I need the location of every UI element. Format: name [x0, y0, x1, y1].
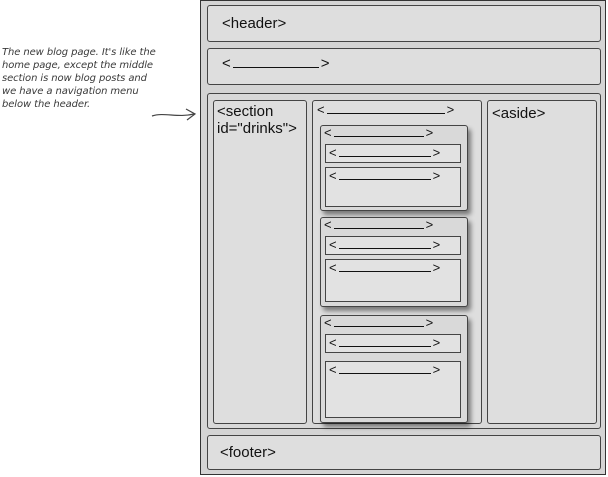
article-body-label: <> — [329, 260, 441, 275]
nav-box: <> — [207, 48, 601, 85]
aside-label: <aside> — [492, 105, 546, 122]
header-label: <header> — [222, 15, 287, 32]
article-box: <> <> <> — [320, 125, 468, 211]
article-body-box: <> — [325, 259, 461, 302]
article-header-label: <> — [329, 335, 441, 350]
article-label: <> — [324, 125, 434, 140]
article-body-box: <> — [325, 167, 461, 207]
annotation-arrow-icon — [151, 108, 197, 121]
article-label: <> — [324, 217, 434, 232]
main-area: <section id="drinks"> <> <> <> — [207, 93, 601, 429]
article-box: <> <> <> — [320, 315, 468, 423]
blog-section-label: <> — [317, 102, 455, 117]
article-header-box: <> — [325, 144, 461, 163]
section-drinks-box: <section id="drinks"> — [213, 100, 307, 424]
section-label-line1: <section — [217, 103, 274, 120]
blog-section-box: <> <> <> <> — [312, 100, 482, 424]
footer-label: <footer> — [220, 444, 276, 461]
annotation-line: home page, except the middle — [2, 60, 153, 71]
article-body-box: <> — [325, 361, 461, 418]
annotation-line: we have a navigation menu — [2, 86, 139, 97]
footer-box: <footer> — [207, 435, 601, 470]
annotation-text: The new blog page. It's like the home pa… — [2, 46, 184, 111]
nav-label: <> — [222, 55, 330, 72]
article-label: <> — [324, 315, 434, 330]
section-label-line2: id="drinks"> — [217, 120, 297, 137]
article-header-box: <> — [325, 334, 461, 353]
article-header-box: <> — [325, 236, 461, 255]
annotation-line: The new blog page. It's like the — [2, 47, 156, 58]
aside-box: <aside> — [487, 100, 597, 424]
article-header-label: <> — [329, 145, 441, 160]
annotation-line: section is now blog posts and — [2, 73, 147, 84]
page-wireframe: <header> <> <section id="drinks"> <> <> — [200, 0, 606, 475]
article-box: <> <> <> — [320, 217, 468, 307]
article-header-label: <> — [329, 237, 441, 252]
article-body-label: <> — [329, 168, 441, 183]
annotation-line: below the header. — [2, 99, 91, 110]
header-box: <header> — [207, 5, 601, 42]
article-body-label: <> — [329, 362, 441, 377]
